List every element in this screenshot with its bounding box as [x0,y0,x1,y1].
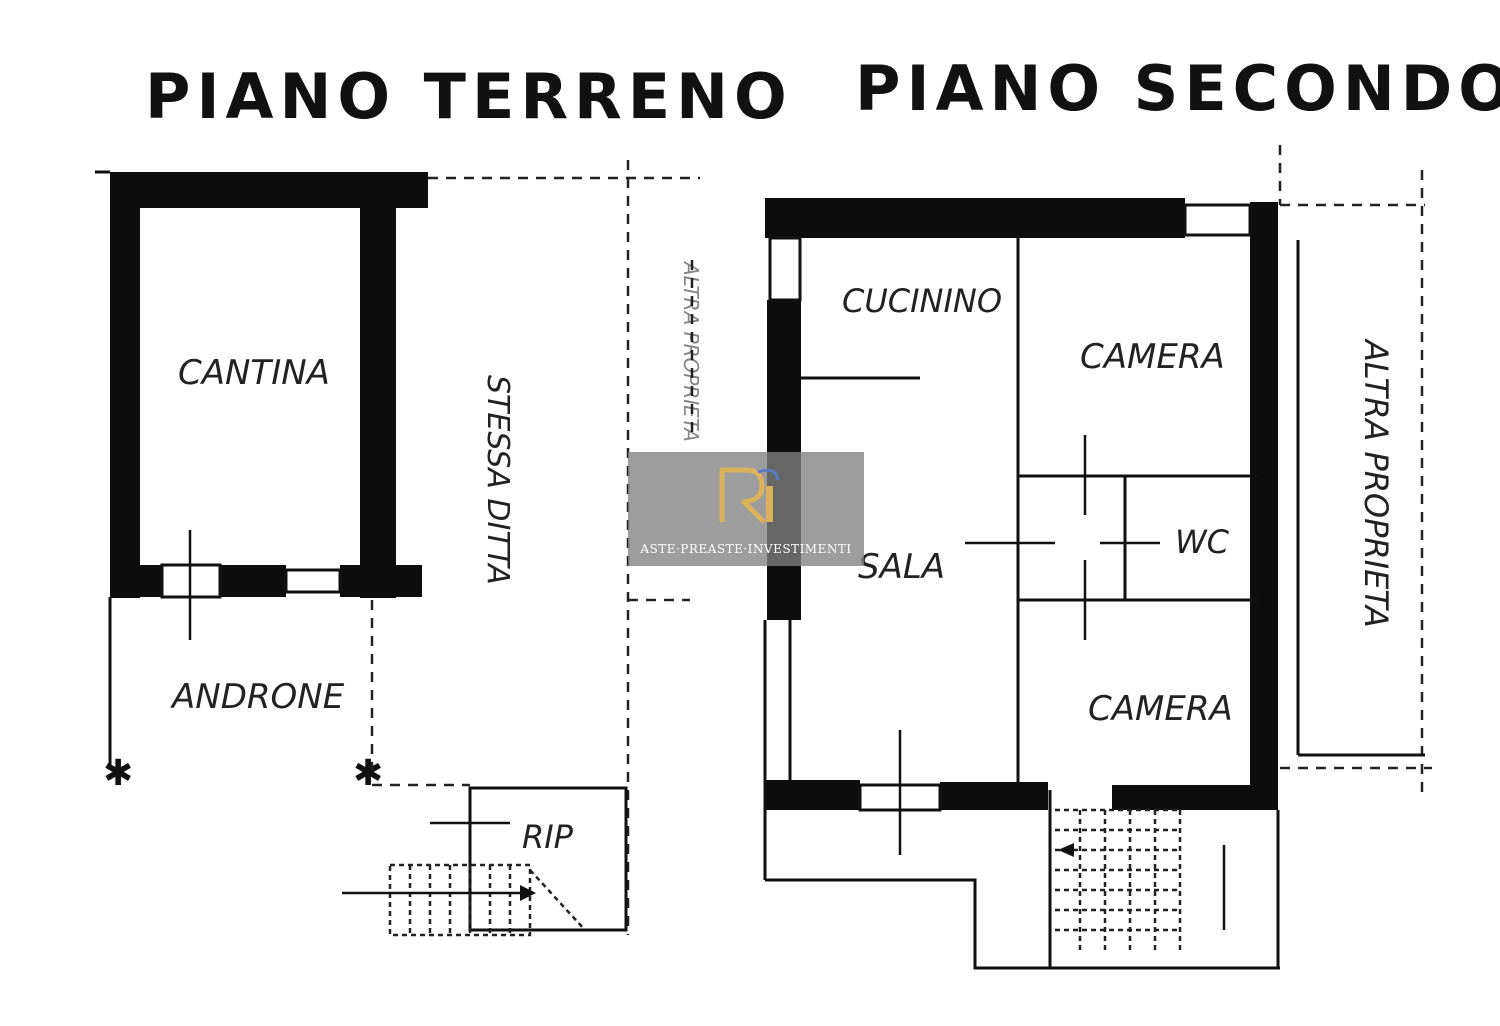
wall [110,172,140,598]
corner-mark: ✱ [103,753,133,794]
side-label-altra-proprieta: ALTRA PROPRIETA [1357,338,1395,628]
wall [940,782,1048,810]
watermark-text: ASTE·PREASTE·INVESTIMENTI [640,542,852,556]
wall [765,198,801,238]
ground-floor-title: PIANO TERRENO [145,60,793,133]
window-opening [768,236,802,302]
room-label-cantina: CANTINA [178,353,330,393]
wall [1250,202,1278,810]
corner-mark: ✱ [353,753,383,794]
wall [765,780,860,810]
wall [1112,785,1278,810]
room-label-androne: ANDRONE [170,677,345,717]
side-label-stessa-ditta: STESSA DITTA [480,375,515,585]
room-label-wc: WC [1175,523,1230,561]
window-opening [1183,203,1252,237]
ri-logo-icon [719,467,780,524]
window-opening [284,568,342,594]
room-label-camera-top: CAMERA [1080,337,1225,377]
room-label-cucinino: CUCININO [842,282,1002,320]
room-label-sala: SALA [858,547,945,587]
watermark-box: ASTE·PREASTE·INVESTIMENTI [628,452,864,566]
stair-landing-outline [765,878,1050,970]
second-floor-title: PIANO SECONDO [855,52,1500,125]
ground-stairs [342,800,586,937]
wall [360,200,396,598]
wall [110,565,162,597]
side-label-altra-proprieta: ALTRA PROPRIETA [679,260,703,442]
room-label-rip: RIP [522,818,574,856]
wall [340,565,422,597]
room-label-camera-bottom: CAMERA [1088,689,1233,729]
wall [765,198,1185,238]
storage-box [468,786,628,932]
second-floor-plan: CUCININO CAMERA SALA WC CAMERA ALTRA PRO… [763,145,1432,970]
second-floor-stairs [1055,808,1226,950]
wall [220,565,286,597]
ground-floor-plan: ✱ ✱ CANTINA ANDRONE RIP STESSA [95,160,703,937]
